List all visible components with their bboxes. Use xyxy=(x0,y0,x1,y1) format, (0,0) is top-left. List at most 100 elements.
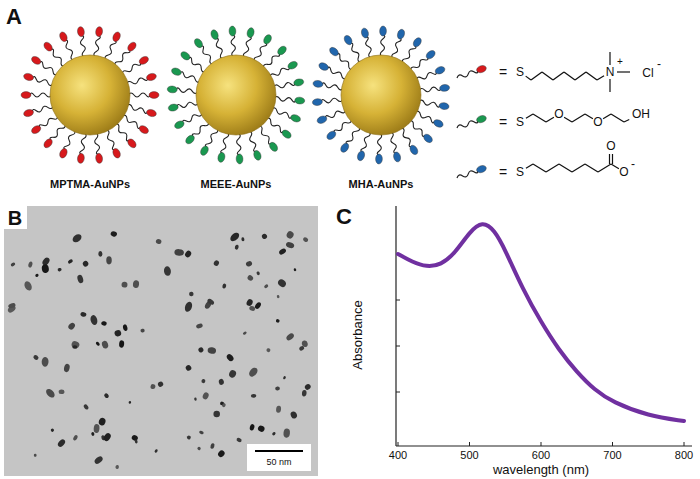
ligand xyxy=(126,72,158,87)
nanoparticle-dot xyxy=(82,260,90,268)
charge-label: - xyxy=(657,58,661,70)
ligand-headgroup xyxy=(408,144,419,156)
ligand-headgroup xyxy=(476,164,488,174)
ligand-headgroup xyxy=(396,28,406,40)
panel-letter: A xyxy=(6,6,22,28)
nanoparticle-dot xyxy=(72,434,78,441)
ligand xyxy=(241,27,255,59)
ligand-chain xyxy=(389,131,398,153)
x-tick xyxy=(469,442,470,446)
scale-bar-label: 50 nm xyxy=(266,458,291,467)
ligand xyxy=(92,26,103,58)
ligand-headgroup xyxy=(23,108,35,117)
ligand-chain xyxy=(415,70,437,82)
charge-label: + xyxy=(617,57,623,67)
nanoparticle-dot xyxy=(101,340,109,349)
ligand xyxy=(379,26,387,57)
ligand-chain xyxy=(247,130,258,152)
ligand-headgroup xyxy=(146,108,158,117)
bond xyxy=(609,154,610,164)
ligand-headgroup xyxy=(95,26,103,37)
ligand-headgroup xyxy=(179,50,191,61)
nanoparticle-dot xyxy=(283,376,287,380)
ligand-headgroup xyxy=(30,124,42,135)
ligand xyxy=(120,113,150,135)
ligand-headgroup xyxy=(328,46,340,58)
nanoparticle-dot xyxy=(114,329,122,337)
ligand xyxy=(77,26,88,58)
ligand-headgroup xyxy=(138,55,150,66)
nanoparticle-dot xyxy=(289,410,298,419)
nanoparticle-dot xyxy=(234,244,239,250)
ligand xyxy=(418,98,450,110)
bond xyxy=(526,164,533,168)
bond xyxy=(553,72,564,80)
nanoparticle-name: MHA-AuNPs xyxy=(349,179,414,190)
bond xyxy=(612,154,613,164)
nanoparticle-dot xyxy=(249,305,256,312)
ligand xyxy=(268,60,299,80)
bond xyxy=(531,72,542,80)
ligand xyxy=(270,106,301,124)
gold-core xyxy=(50,55,130,135)
ligand-headgroup xyxy=(111,147,121,159)
nanoparticle-dot xyxy=(206,298,215,306)
ligand-headgroup xyxy=(294,97,305,105)
nanoparticle-dot xyxy=(10,262,16,267)
nanoparticle-dot xyxy=(185,364,193,372)
ligand-headgroup xyxy=(439,84,450,92)
atom-label: S xyxy=(516,66,524,78)
ligand-icon xyxy=(456,64,487,81)
panel-letter: C xyxy=(336,206,352,228)
nanoparticle-dot xyxy=(302,390,307,397)
bond xyxy=(572,114,585,122)
y-tick xyxy=(396,392,400,393)
x-tick xyxy=(684,442,685,446)
nanoparticle-dot xyxy=(245,260,253,267)
nanoparticle-dot xyxy=(217,449,226,458)
nanoparticle-dot xyxy=(257,425,266,433)
ligand-headgroup xyxy=(281,128,293,139)
nanoparticle-dot xyxy=(186,435,191,440)
nanoparticle-dot xyxy=(241,237,244,241)
atom-label: S xyxy=(516,116,524,128)
axis-title: wavelength (nm) xyxy=(493,463,589,476)
nanoparticle-dot xyxy=(256,271,260,276)
atom-label: O xyxy=(619,166,628,178)
ligand-headgroup xyxy=(432,118,444,129)
ligand-headgroup xyxy=(229,26,236,36)
nanoparticle-dot xyxy=(277,278,288,289)
bond xyxy=(559,164,572,172)
ligand xyxy=(360,27,374,59)
ligand xyxy=(103,128,122,159)
bond xyxy=(542,72,553,80)
nanoparticle-dot xyxy=(91,432,95,437)
ligand xyxy=(318,61,349,81)
nanoparticle-dot xyxy=(50,428,54,432)
ligand-chain xyxy=(364,36,373,58)
skeletal-bonds xyxy=(526,72,604,80)
ligand-headgroup xyxy=(476,64,488,74)
bond xyxy=(572,164,585,172)
ligand xyxy=(58,128,77,159)
ligand-headgroup xyxy=(276,45,288,57)
tick-label: 500 xyxy=(460,450,478,461)
ligand-chain xyxy=(126,104,148,114)
ligand xyxy=(390,28,406,60)
nanoparticle-dot xyxy=(184,250,193,259)
nanoparticle-dot xyxy=(98,251,102,257)
ligand xyxy=(30,113,60,135)
ligand-chain xyxy=(220,132,229,154)
nanoparticle-dot xyxy=(225,353,234,363)
nanoparticle-dot xyxy=(35,273,39,277)
ligand-headgroup xyxy=(126,41,138,53)
nanoparticle-dot xyxy=(102,432,112,442)
bond xyxy=(546,117,554,122)
ligand xyxy=(312,80,344,92)
nanoparticle-dot xyxy=(83,404,89,411)
nanoparticle-dot xyxy=(242,331,247,336)
ligand xyxy=(356,130,372,162)
ligand-headgroup xyxy=(360,27,369,38)
nanoparticle-dot xyxy=(298,345,305,351)
